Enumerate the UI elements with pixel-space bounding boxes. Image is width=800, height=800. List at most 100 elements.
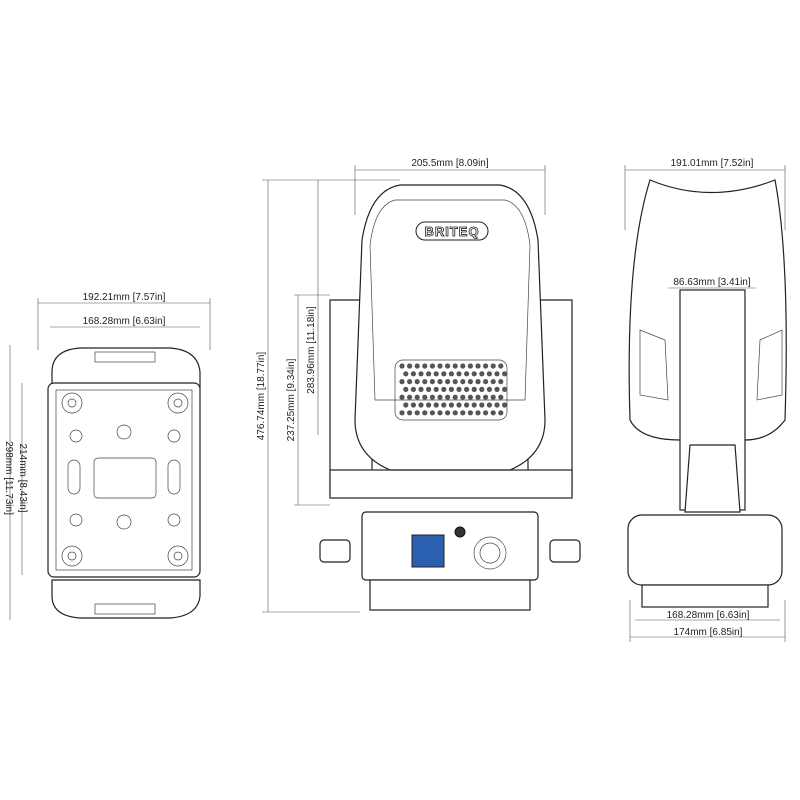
- dimension-label: 476.74mm [18.77in]: [256, 352, 267, 441]
- led: [410, 371, 416, 377]
- led: [494, 371, 500, 377]
- led: [483, 394, 489, 400]
- button: [454, 526, 466, 538]
- led: [490, 394, 496, 400]
- led: [418, 386, 424, 392]
- led: [467, 394, 473, 400]
- base-plate: [47, 382, 201, 578]
- led: [475, 410, 481, 416]
- led-grid: [399, 363, 508, 416]
- led: [437, 363, 443, 369]
- led: [452, 394, 458, 400]
- led: [433, 402, 439, 408]
- led: [475, 363, 481, 369]
- led: [407, 363, 413, 369]
- led: [445, 379, 451, 385]
- led: [471, 386, 477, 392]
- led: [403, 371, 409, 377]
- led: [486, 402, 492, 408]
- led: [464, 371, 470, 377]
- dimension-label: 191.01mm [7.52in]: [671, 158, 754, 169]
- led: [422, 379, 428, 385]
- led: [399, 394, 405, 400]
- led: [483, 363, 489, 369]
- dimension-label: 283.96mm [11.18in]: [306, 306, 317, 394]
- base: [627, 514, 783, 586]
- led: [441, 402, 447, 408]
- handle-left: [319, 539, 351, 563]
- dimension-label: 237.25mm [9.34in]: [286, 358, 297, 441]
- led: [418, 402, 424, 408]
- side-view: 191.01mm [7.52in] 86.63mm [3.41in] 168.2…: [624, 158, 787, 642]
- led: [422, 363, 428, 369]
- led: [399, 379, 405, 385]
- dimension-label: 298mm [11.73in]: [3, 441, 14, 515]
- led: [414, 394, 420, 400]
- led: [422, 394, 428, 400]
- led: [464, 402, 470, 408]
- base: [361, 511, 539, 581]
- led: [448, 386, 454, 392]
- led: [460, 410, 466, 416]
- led: [456, 386, 462, 392]
- led: [502, 386, 508, 392]
- led: [433, 371, 439, 377]
- led: [403, 386, 409, 392]
- led: [429, 394, 435, 400]
- led: [486, 386, 492, 392]
- led: [410, 402, 416, 408]
- dimension-label: 86.63mm [3.41in]: [673, 277, 750, 288]
- led: [498, 410, 504, 416]
- led: [464, 386, 470, 392]
- led: [471, 402, 477, 408]
- led: [467, 363, 473, 369]
- led: [445, 363, 451, 369]
- dimension-label: 205.5mm [8.09in]: [411, 158, 488, 169]
- led: [498, 379, 504, 385]
- led: [502, 402, 508, 408]
- led: [498, 363, 504, 369]
- led: [448, 402, 454, 408]
- led: [467, 379, 473, 385]
- led: [456, 371, 462, 377]
- led: [490, 379, 496, 385]
- led: [475, 394, 481, 400]
- led: [414, 379, 420, 385]
- led: [441, 371, 447, 377]
- dimension-label: 214mm [8.43in]: [17, 444, 28, 513]
- dimension-label: 168.28mm [6.63in]: [667, 610, 750, 621]
- front-view: 205.5mm [8.09in] 476.74mm [18.77in] 237.…: [256, 158, 581, 613]
- led: [414, 363, 420, 369]
- led: [422, 410, 428, 416]
- led: [445, 410, 451, 416]
- led: [445, 394, 451, 400]
- led: [414, 410, 420, 416]
- led: [437, 410, 443, 416]
- dimension-label: 168.28mm [6.63in]: [83, 316, 166, 327]
- led: [460, 363, 466, 369]
- led: [479, 402, 485, 408]
- led: [426, 402, 432, 408]
- led: [483, 410, 489, 416]
- led: [486, 371, 492, 377]
- led: [456, 402, 462, 408]
- bottom-view: 192.21mm [7.57in] 168.28mm [6.63in] 298m…: [3, 292, 211, 620]
- dimension-label: 174mm [6.85in]: [674, 627, 743, 638]
- dimension-label: 192.21mm [7.57in]: [83, 292, 166, 303]
- handle-right: [549, 539, 581, 563]
- led: [494, 402, 500, 408]
- brand-logo: BRITEQ: [424, 224, 479, 239]
- led: [410, 386, 416, 392]
- led: [471, 371, 477, 377]
- led: [460, 394, 466, 400]
- led: [429, 363, 435, 369]
- led: [452, 410, 458, 416]
- led: [490, 363, 496, 369]
- led: [426, 371, 432, 377]
- led: [407, 410, 413, 416]
- rotary-knob: [479, 542, 501, 564]
- led: [502, 371, 508, 377]
- led: [479, 386, 485, 392]
- led: [429, 410, 435, 416]
